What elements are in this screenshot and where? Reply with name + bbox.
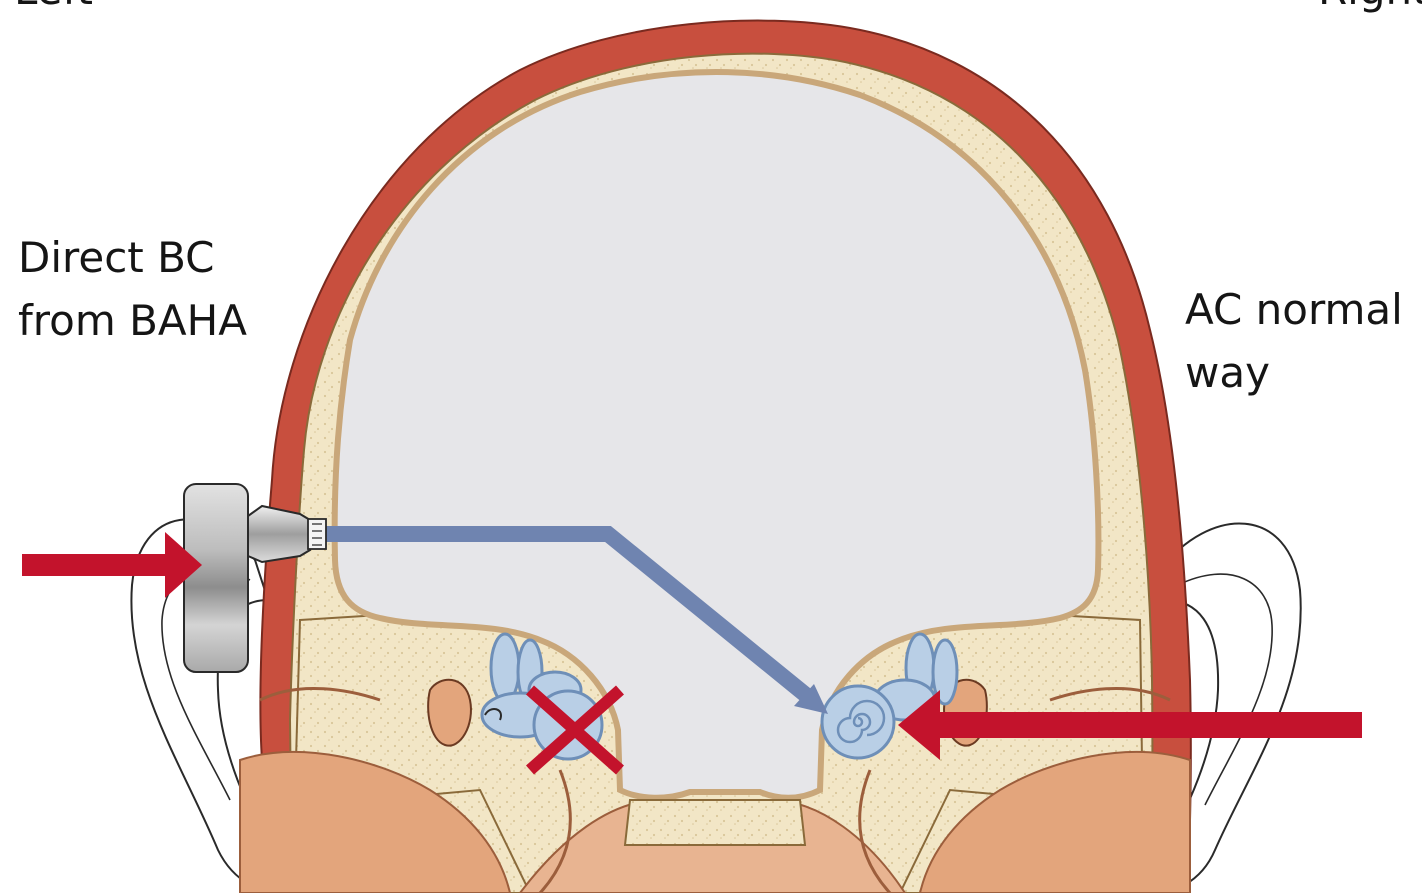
direct-bc-label: Direct BC from BAHA: [18, 226, 247, 352]
center-bone-plate: [625, 800, 805, 845]
left-side-label: Left: [14, 0, 93, 21]
left-sound-arrow: [22, 532, 202, 598]
ac-normal-label: AC normal way: [1185, 278, 1403, 404]
right-side-label: Right: [1318, 0, 1422, 21]
